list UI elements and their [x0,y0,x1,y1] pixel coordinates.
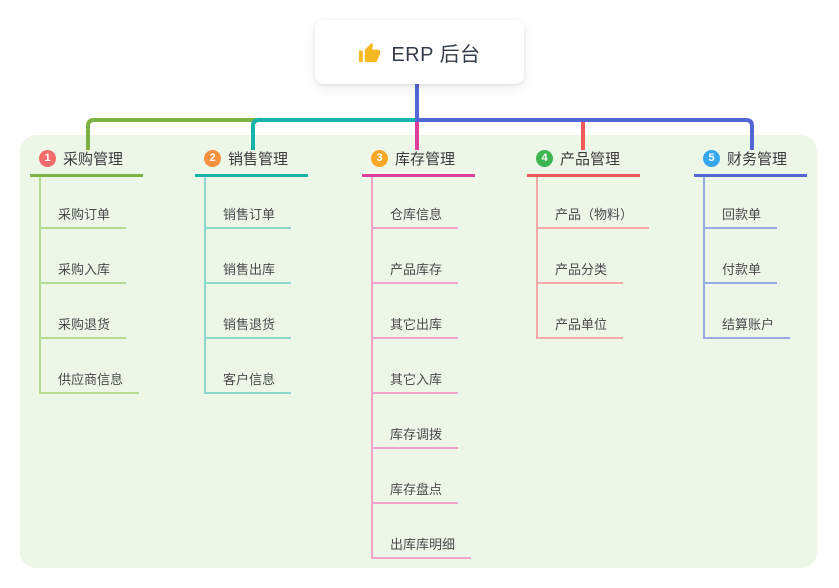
child-node[interactable]: 库存盘点 [373,476,459,504]
branch-label: 采购管理 [63,151,124,168]
branch-inventory-children: 仓库信息 产品库存 其它出库 其它入库 库存调拨 库存盘点 出库库明细 [371,177,475,559]
child-label: 客户信息 [223,372,276,387]
branch-finance-children: 回款单 付款单 结算账户 [703,177,807,339]
branch-inventory: 3 库存管理 仓库信息 产品库存 其它出库 其它入库 库存调拨 库存盘点 出库库… [362,143,475,559]
child-node[interactable]: 产品（物料） [538,201,650,229]
branch-product: 4 产品管理 产品（物料） 产品分类 产品单位 [527,143,650,339]
child-label: 产品分类 [555,262,608,277]
thumbs-up-icon [359,42,381,62]
child-node[interactable]: 出库库明细 [373,531,472,559]
child-label: 采购订单 [58,207,111,222]
branch-finance-header[interactable]: 5 财务管理 [694,143,807,177]
child-node[interactable]: 采购退货 [41,311,127,339]
child-label: 产品库存 [390,262,443,277]
branch-number-badge: 3 [371,150,388,167]
child-label: 回款单 [722,207,762,222]
child-label: 结算账户 [722,317,775,332]
child-label: 采购退货 [58,317,111,332]
branch-sales-header[interactable]: 2 销售管理 [195,143,308,177]
child-label: 销售出库 [223,262,276,277]
child-node[interactable]: 仓库信息 [373,201,459,229]
branch-number-badge: 2 [204,150,221,167]
child-label: 付款单 [722,262,762,277]
child-label: 供应商信息 [58,372,124,387]
child-label: 产品（物料） [555,207,634,222]
child-label: 出库库明细 [390,537,456,552]
child-node[interactable]: 结算账户 [705,311,791,339]
child-node[interactable]: 付款单 [705,256,778,284]
child-label: 销售订单 [223,207,276,222]
child-label: 其它出库 [390,317,443,332]
branch-label: 库存管理 [395,151,456,168]
thumbs-up-glyph [359,42,381,62]
child-node[interactable]: 销售退货 [206,311,292,339]
child-node[interactable]: 采购入库 [41,256,127,284]
branch-number-badge: 1 [39,150,56,167]
branch-finance: 5 财务管理 回款单 付款单 结算账户 [694,143,807,339]
child-label: 仓库信息 [390,207,443,222]
child-node[interactable]: 库存调拨 [373,421,459,449]
child-node[interactable]: 采购订单 [41,201,127,229]
branch-product-header[interactable]: 4 产品管理 [527,143,640,177]
child-label: 产品单位 [555,317,608,332]
child-node[interactable]: 回款单 [705,201,778,229]
child-label: 库存盘点 [390,482,443,497]
child-node[interactable]: 供应商信息 [41,366,140,394]
branch-purchase-children: 采购订单 采购入库 采购退货 供应商信息 [39,177,143,394]
child-node[interactable]: 产品分类 [538,256,624,284]
branch-sales-children: 销售订单 销售出库 销售退货 客户信息 [204,177,308,394]
branch-label: 销售管理 [228,151,289,168]
child-label: 销售退货 [223,317,276,332]
branch-number-badge: 5 [703,150,720,167]
branch-label: 产品管理 [560,151,621,168]
branch-label: 财务管理 [727,151,788,168]
mindmap-panel [20,135,817,568]
child-label: 其它入库 [390,372,443,387]
child-node[interactable]: 销售出库 [206,256,292,284]
child-node[interactable]: 客户信息 [206,366,292,394]
child-node[interactable]: 其它出库 [373,311,459,339]
branch-inventory-header[interactable]: 3 库存管理 [362,143,475,177]
branch-number-badge: 4 [536,150,553,167]
child-node[interactable]: 销售订单 [206,201,292,229]
child-label: 采购入库 [58,262,111,277]
branch-product-children: 产品（物料） 产品分类 产品单位 [536,177,650,339]
child-node[interactable]: 产品库存 [373,256,459,284]
child-label: 库存调拨 [390,427,443,442]
branch-purchase-header[interactable]: 1 采购管理 [30,143,143,177]
branch-purchase: 1 采购管理 采购订单 采购入库 采购退货 供应商信息 [30,143,143,394]
root-label: ERP 后台 [391,43,481,66]
branch-sales: 2 销售管理 销售订单 销售出库 销售退货 客户信息 [195,143,308,394]
child-node[interactable]: 产品单位 [538,311,624,339]
child-node[interactable]: 其它入库 [373,366,459,394]
root-node[interactable]: ERP 后台 [315,20,524,84]
